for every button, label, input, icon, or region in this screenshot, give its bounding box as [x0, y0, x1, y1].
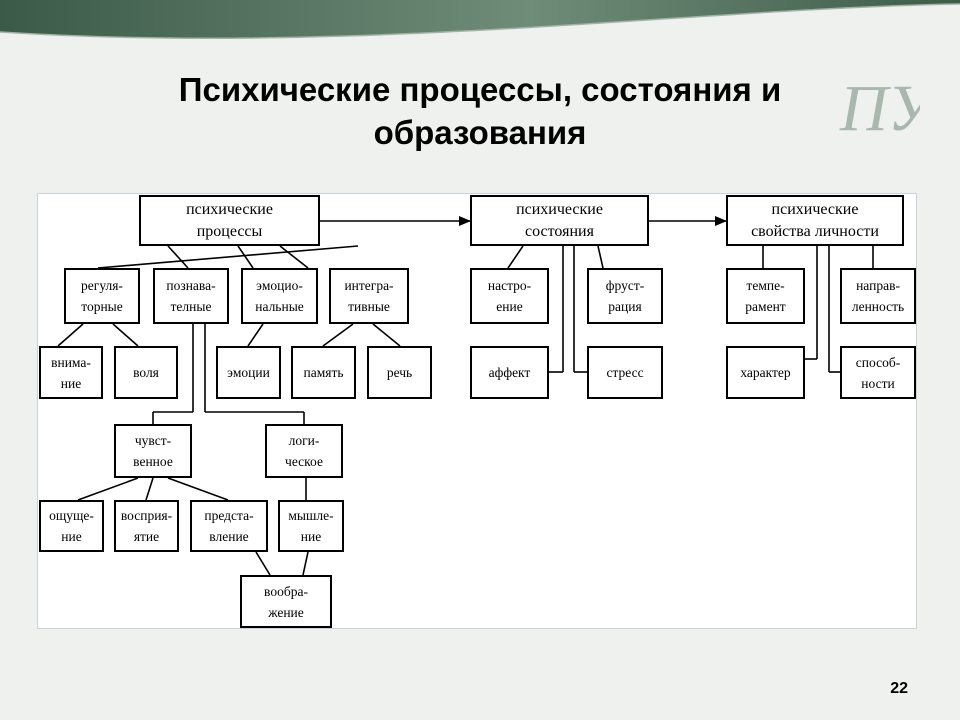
- node-orientation: направ- ленность: [840, 268, 916, 324]
- node-regulatory: регуля- торные: [64, 268, 140, 324]
- node-imagination: вообра- жение: [240, 575, 332, 628]
- node-emotions: эмоции: [216, 346, 281, 399]
- node-mental-states: психические состояния: [470, 195, 649, 246]
- page-number: 22: [890, 680, 908, 697]
- logo-letters: ПУ: [839, 72, 920, 144]
- node-frustration: фруст- рация: [587, 268, 663, 324]
- connector-regulatory-children: [57, 323, 84, 347]
- node-temperament: темпе- рамент: [726, 268, 805, 324]
- node-will: воля: [114, 346, 178, 399]
- connector-states-children: [507, 245, 524, 269]
- node-sensation: ощуще- ние: [39, 500, 104, 552]
- slide-title-line-1: Психические процессы, состояния и: [178, 71, 782, 108]
- node-stress: стресс: [587, 346, 663, 399]
- node-abilities: способ- ности: [840, 346, 916, 399]
- node-thinking: мышле- ние: [278, 500, 344, 552]
- node-affect: аффект: [470, 346, 549, 399]
- node-personality-properties: психические свойства личности: [726, 195, 904, 246]
- slide-title: Психические процессы, состояния и образо…: [100, 68, 860, 154]
- connector-processes-children: [97, 245, 359, 269]
- diagram-connectors: [57, 216, 874, 576]
- node-perception: восприя- ятие: [114, 500, 179, 552]
- connector-emotional-emotions: [247, 323, 264, 347]
- node-mental-processes: психические процессы: [139, 195, 320, 246]
- node-integrative: интегра- тивные: [329, 268, 409, 324]
- connector-integrative-children: [322, 323, 354, 347]
- slide-title-line-2: образования: [373, 114, 587, 151]
- slide-header-banner: [0, 0, 960, 40]
- node-logical: логи- ческое: [265, 424, 343, 478]
- university-logo: ПУ: [839, 72, 920, 144]
- node-attention: внима- ние: [39, 346, 103, 399]
- connector-sensory-children: [77, 477, 139, 501]
- node-speech: речь: [367, 346, 432, 399]
- node-character: характер: [726, 346, 805, 399]
- node-cognitive: познава- телные: [153, 268, 229, 324]
- connector-to-imagination: [255, 551, 271, 576]
- node-mood: настро- ение: [470, 268, 549, 324]
- node-emotional: эмоцио- нальные: [241, 268, 318, 324]
- psychic-phenomena-diagram: психические процессы психические состоян…: [37, 193, 917, 629]
- node-memory: память: [291, 346, 356, 399]
- node-sensory: чувст- венное: [114, 424, 192, 478]
- node-representation: предста- вление: [190, 500, 268, 552]
